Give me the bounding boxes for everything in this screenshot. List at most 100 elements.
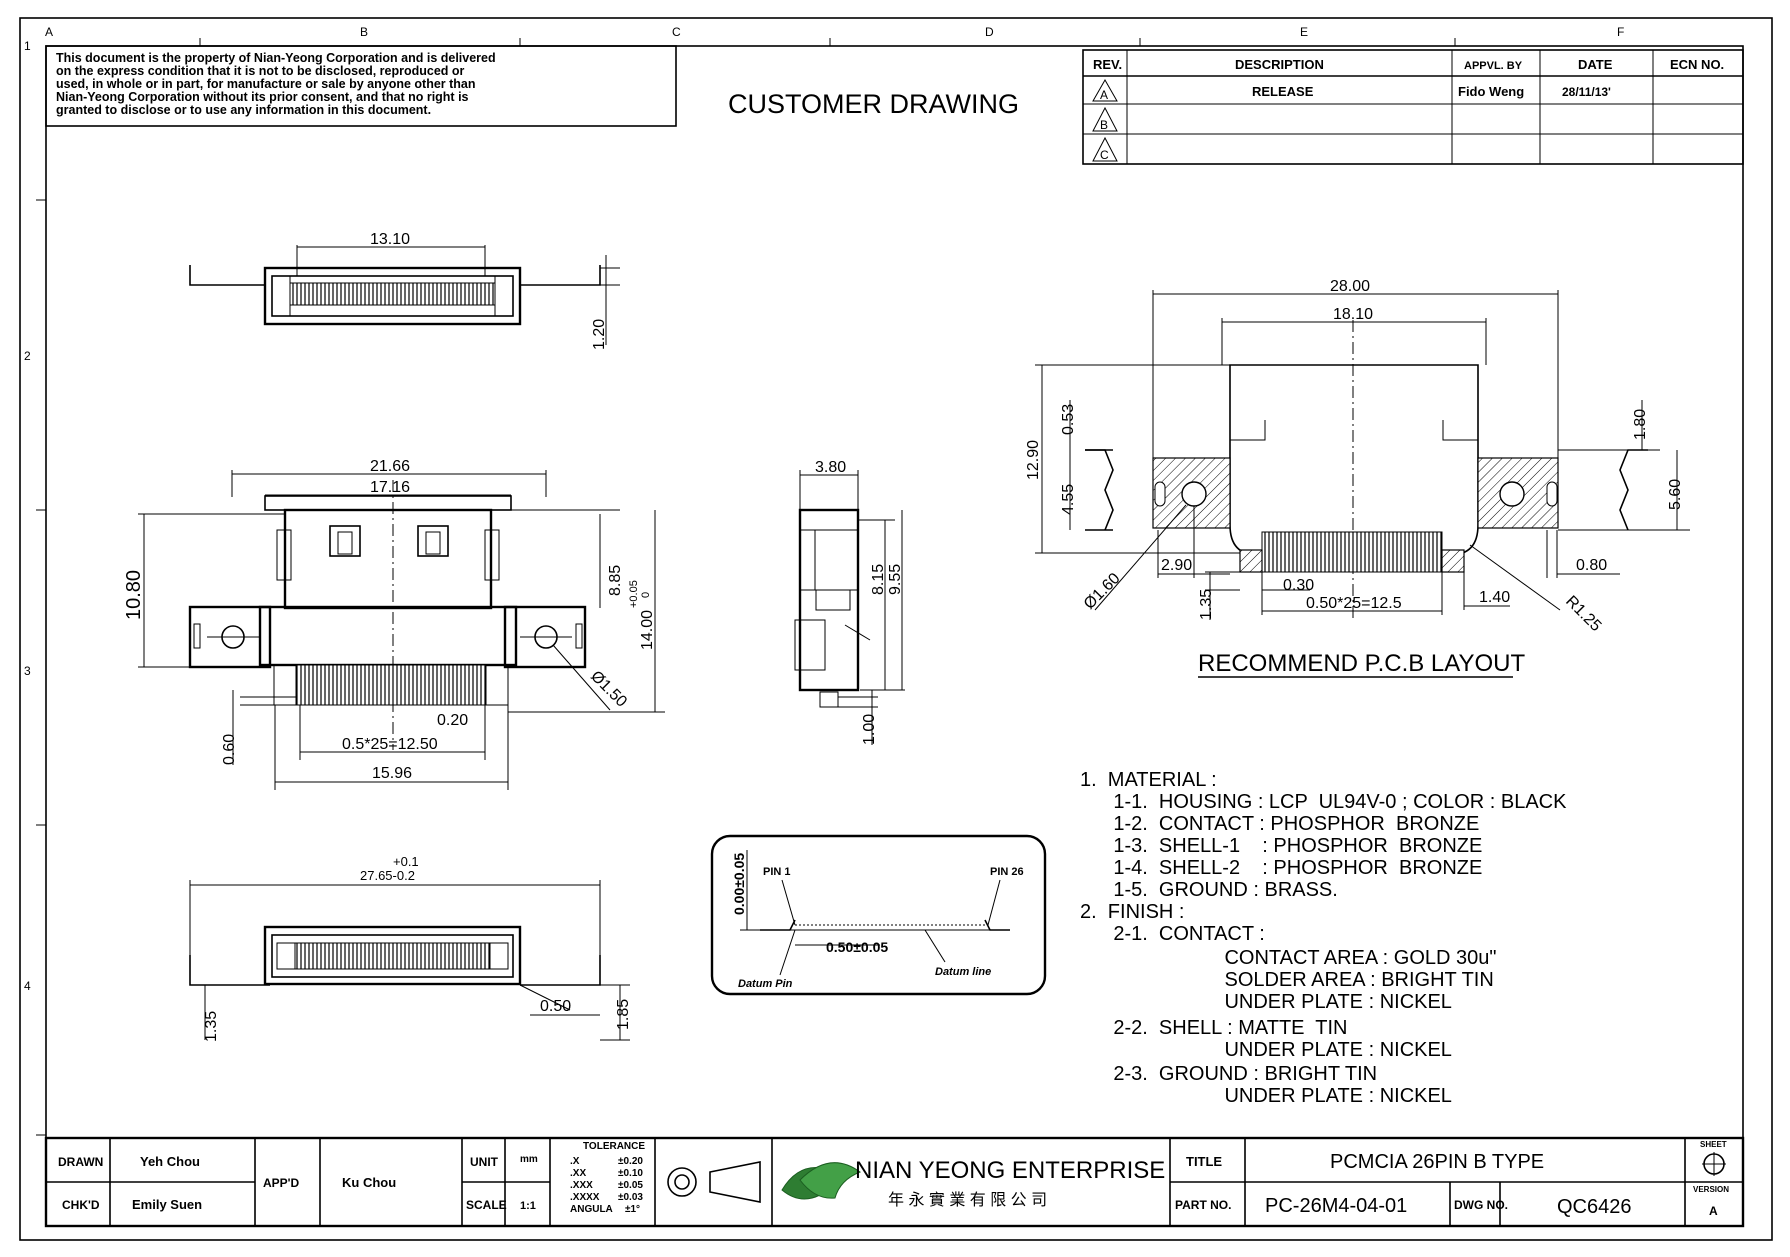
- tolerance-key: .XXX: [570, 1180, 593, 1191]
- zone-label-3: 3: [24, 664, 31, 678]
- dim-pcb-1-35: 1.35: [1198, 589, 1215, 620]
- scale-label: SCALE: [466, 1198, 507, 1212]
- dwg-no-value: QC6426: [1557, 1196, 1632, 1218]
- tolerance-key: ANGULA: [570, 1204, 613, 1215]
- bottom-view: +0.1 27.65-0.2 0.50 1.85 1.35: [189, 854, 632, 1042]
- pcb-layout: 28.00 18.10 12.90 0.53 4.55 1.80 5.60 2.…: [1025, 278, 1690, 678]
- dim-pcb-radius: R1.25: [1562, 593, 1604, 635]
- appvl-header: APPVL. BY: [1464, 60, 1523, 72]
- svg-text:B: B: [1100, 118, 1108, 132]
- coplanarity-detail: 0.00±0.05 PIN 1 PIN 26 0.50±0.05 Datum P…: [710, 834, 1047, 996]
- tolerance-value: ±1°: [625, 1204, 640, 1215]
- chkd-value: Emily Suen: [132, 1197, 202, 1212]
- rev-c-marker: C: [1092, 136, 1118, 162]
- outer-frame: [19, 17, 1773, 1241]
- company-logo-icon: NIAN YEONG ENTERPRISE 年 永 實 業 有 限 公 司: [781, 1157, 1165, 1209]
- dim-side-8-15: 8.15: [870, 564, 887, 595]
- note-line: 1-1. HOUSING : LCP UL94V-0 ; COLOR : BLA…: [1080, 791, 1567, 813]
- dim-front-height: 10.80: [123, 570, 145, 620]
- detail-coplanarity: 0.00±0.05: [731, 853, 747, 915]
- notice-line-5: granted to disclose or to use any inform…: [56, 103, 431, 117]
- projection-symbol-icon: [667, 1161, 761, 1203]
- dim-top-width: 13.10: [370, 231, 410, 248]
- dim-front-0-60: 0.60: [221, 734, 238, 765]
- sheet-symbol-icon: [1702, 1152, 1726, 1176]
- svg-text:C: C: [1100, 148, 1109, 162]
- note-line: SOLDER AREA : BRIGHT TIN: [1080, 969, 1494, 991]
- pcb-layout-title: RECOMMEND P.C.B LAYOUT: [1198, 650, 1526, 677]
- dim-bottom-1-85: 1.85: [615, 999, 632, 1030]
- note-line: 1-5. GROUND : BRASS.: [1080, 879, 1338, 901]
- note-line: UNDER PLATE : NICKEL: [1080, 1039, 1452, 1061]
- drawn-label: DRAWN: [58, 1155, 103, 1169]
- rev-header: REV.: [1093, 57, 1122, 72]
- unit-value: mm: [520, 1154, 538, 1165]
- confidentiality-notice: This document is the property of Nian-Ye…: [45, 45, 677, 127]
- date-header: DATE: [1578, 57, 1613, 72]
- revision-table: REV. DESCRIPTION APPVL. BY DATE ECN NO. …: [1082, 49, 1744, 165]
- drawn-value: Yeh Chou: [140, 1154, 200, 1169]
- dim-pcb-0-80: 0.80: [1576, 557, 1607, 574]
- sheet-label: SHEET: [1700, 1140, 1727, 1149]
- title-label: TITLE: [1186, 1154, 1222, 1169]
- note-line: UNDER PLATE : NICKEL: [1080, 1085, 1452, 1107]
- zone-label-4: 4: [24, 979, 31, 993]
- detail-pin26-label: PIN 26: [990, 866, 1024, 878]
- dim-front-pitch: 0.5*25=12.50: [342, 736, 438, 753]
- dim-pcb-0-30: 0.30: [1283, 577, 1314, 594]
- detail-pin1-label: PIN 1: [763, 866, 791, 878]
- notice-line-2: on the express condition that it is not …: [56, 64, 465, 78]
- dim-front-inner: 17.16: [370, 479, 410, 496]
- detail-datum-pin: Datum Pin: [738, 978, 793, 990]
- zone-label-e: E: [1300, 25, 1308, 39]
- dim-bottom-width: 27.65-0.2: [360, 868, 415, 883]
- tolerance-value: ±0.20: [618, 1156, 643, 1167]
- description-header: DESCRIPTION: [1235, 57, 1324, 72]
- dim-pcb-hole: Ø1.60: [1081, 570, 1124, 613]
- tolerance-value: ±0.10: [618, 1168, 643, 1179]
- note-line: 1-3. SHELL-1 : PHOSPHOR BRONZE: [1080, 835, 1482, 857]
- tolerance-value: ±0.05: [618, 1180, 643, 1191]
- note-line: 1-4. SHELL-2 : PHOSPHOR BRONZE: [1080, 857, 1482, 879]
- dim-side-9-55: 9.55: [887, 564, 904, 595]
- tolerance-key: .XX: [570, 1168, 586, 1179]
- note-line: UNDER PLATE : NICKEL: [1080, 991, 1452, 1013]
- notice-line-3: used, in whole or in part, for manufactu…: [56, 77, 476, 91]
- dim-pcb-28: 28.00: [1330, 278, 1370, 295]
- dim-front-14: 14.00: [639, 610, 656, 650]
- dim-bottom-0-50: 0.50: [540, 998, 571, 1015]
- dim-pcb-1-80: 1.80: [1632, 409, 1649, 440]
- rev-b-marker: B: [1092, 106, 1118, 132]
- dim-front-8-85: 8.85: [607, 565, 624, 596]
- drawing-heading: CUSTOMER DRAWING: [728, 89, 1019, 119]
- dim-bottom-1-35: 1.35: [203, 1011, 220, 1042]
- note-line: CONTACT AREA : GOLD 30u": [1080, 947, 1496, 969]
- rev-a-description: RELEASE: [1252, 84, 1314, 99]
- dim-front-0-20: 0.20: [437, 712, 468, 729]
- ecn-header: ECN NO.: [1670, 57, 1724, 72]
- dim-pcb-18-10: 18.10: [1333, 306, 1373, 323]
- dim-front-14-tol: +0.05: [628, 580, 640, 608]
- notice-line-4: Nian-Yeong Corporation without its prior…: [56, 90, 469, 104]
- dim-front-14-tol-lower: 0: [640, 592, 652, 598]
- note-line: 2-2. SHELL : MATTE TIN: [1080, 1017, 1347, 1039]
- dim-side-width: 3.80: [815, 459, 846, 476]
- dim-pcb-pitch: 0.50*25=12.5: [1306, 595, 1402, 612]
- note-line: 2. FINISH :: [1080, 901, 1184, 923]
- top-view: 13.10 1.20: [189, 231, 620, 350]
- inner-frame: [45, 45, 1744, 1227]
- dim-side-1-00: 1.00: [861, 714, 878, 745]
- drawing-title: PCMCIA 26PIN B TYPE: [1330, 1151, 1544, 1173]
- dim-bottom-tol: +0.1: [393, 854, 419, 869]
- zone-label-f: F: [1617, 25, 1624, 39]
- scale-value: 1:1: [520, 1200, 536, 1212]
- version-value: A: [1709, 1204, 1718, 1218]
- dim-pcb-2-90: 2.90: [1161, 557, 1192, 574]
- side-view: 3.80 8.15 9.55 1.00: [794, 459, 905, 745]
- company-name-chinese: 年 永 實 業 有 限 公 司: [888, 1190, 1047, 1209]
- part-no-value: PC-26M4-04-01: [1265, 1195, 1407, 1217]
- note-line: 1. MATERIAL :: [1080, 769, 1217, 791]
- zone-label-a: A: [45, 25, 53, 39]
- dim-front-hole: Ø1.50: [587, 668, 630, 711]
